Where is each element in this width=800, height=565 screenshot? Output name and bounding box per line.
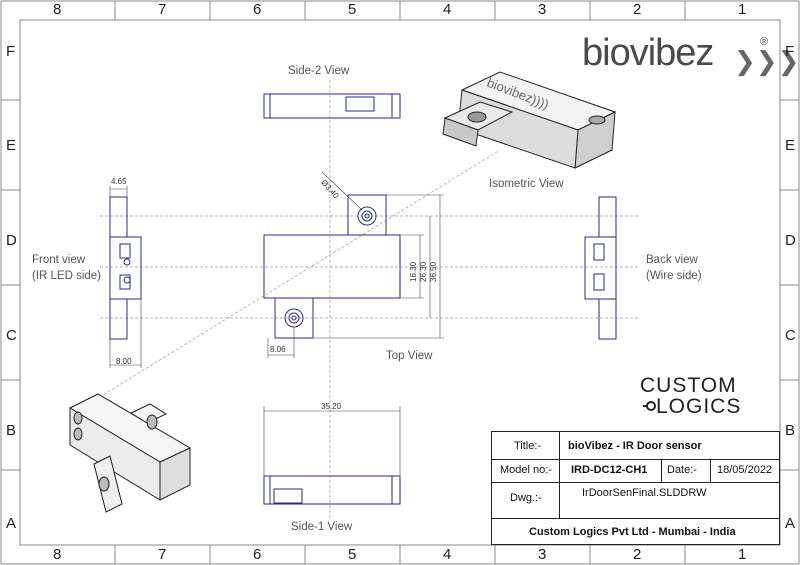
zone-row-d-left: D <box>6 232 17 249</box>
centerlines <box>94 80 640 520</box>
zone-row-d-right: D <box>785 232 796 249</box>
back-view-label: Back view <box>646 254 698 266</box>
zone-col-4-bottom: 4 <box>443 546 452 563</box>
isometric-view-bottom-drawing <box>68 393 192 513</box>
zone-col-7-bottom: 7 <box>158 546 167 563</box>
top-view-label: Top View <box>386 350 433 362</box>
title-label: Title:- <box>514 440 542 452</box>
date-label: Date:- <box>667 464 697 476</box>
zone-row-a-left: A <box>6 515 17 532</box>
title-block: Title:- bioVibez - IR Door sensor Model … <box>491 431 780 545</box>
dim-35-20: 35.20 <box>321 402 342 411</box>
title-block-divider-h1 <box>492 459 779 460</box>
isometric-view-drawing <box>442 71 617 169</box>
zone-row-e-left: E <box>6 137 17 154</box>
front-view-outline <box>109 196 142 340</box>
isometric-view-label: Isometric View <box>489 178 564 190</box>
top-view-outline <box>263 194 401 339</box>
title-block-divider-h2 <box>492 482 779 483</box>
custom-logics-logo-line1: CUSTOM <box>640 374 737 397</box>
back-view-sublabel: (Wire side) <box>646 270 702 282</box>
zone-col-2-bottom: 2 <box>633 546 642 563</box>
zone-row-f-right: F <box>785 43 795 60</box>
zone-col-8-bottom: 8 <box>53 546 62 563</box>
zone-col-4-top: 4 <box>443 1 452 18</box>
zone-row-e-right: E <box>785 137 796 154</box>
side-2-view-label: Side-2 View <box>288 65 350 77</box>
title-value: bioVibez - IR Door sensor <box>568 440 702 452</box>
model-value: IRD-DC12-CH1 <box>571 464 648 476</box>
side-2-view-outline <box>263 93 401 119</box>
dim-8-00: 8.00 <box>116 357 132 366</box>
back-view-outline <box>584 196 617 340</box>
zone-col-5-top: 5 <box>348 1 357 18</box>
zone-col-3-top: 3 <box>538 1 547 18</box>
front-view-sublabel: (IR LED side) <box>32 270 102 282</box>
zone-col-7-top: 7 <box>158 1 167 18</box>
zone-col-2-top: 2 <box>633 1 642 18</box>
title-block-divider-v1 <box>559 432 560 518</box>
zone-col-8-top: 8 <box>53 1 62 18</box>
zone-col-5-bottom: 5 <box>348 546 357 563</box>
title-block-divider-v3 <box>710 460 711 482</box>
model-label: Model no:- <box>500 464 552 476</box>
custom-logics-logo-line2: LOGICS <box>656 395 742 418</box>
date-value: 18/05/2022 <box>717 464 773 476</box>
registered-mark: ® <box>760 36 769 48</box>
zone-col-6-top: 6 <box>253 1 262 18</box>
zone-col-1-top: 1 <box>738 1 747 18</box>
title-block-divider-v2 <box>661 460 662 482</box>
top-view-dimensions <box>267 171 444 358</box>
zone-col-1-bottom: 1 <box>738 546 747 563</box>
zone-col-3-bottom: 3 <box>538 546 547 563</box>
side-1-dimensions <box>263 406 401 476</box>
zone-row-c-right: C <box>785 327 796 344</box>
dim-8-06: 8.06 <box>270 345 286 354</box>
dwg-label: Dwg.:- <box>510 492 542 504</box>
biovibez-logo: biovibez <box>582 32 714 74</box>
dim-36-50: 36.50 <box>429 261 438 282</box>
zone-row-a-right: A <box>785 515 796 532</box>
side-1-view-label: Side-1 View <box>291 521 353 533</box>
dwg-value: IrDoorSenFinal.SLDDRW <box>582 487 707 499</box>
front-view-dimensions <box>109 186 142 368</box>
zone-row-b-right: B <box>785 422 796 439</box>
title-block-footer: Custom Logics Pvt Ltd - Mumbai - India <box>529 526 736 538</box>
title-block-divider-h3 <box>492 518 779 519</box>
front-view-label: Front view <box>32 254 86 266</box>
zone-row-b-left: B <box>6 422 17 439</box>
biovibez-chevrons-icon: ❯❯❯ <box>734 47 799 77</box>
dim-16-30: 16.30 <box>409 261 418 282</box>
zone-col-6-bottom: 6 <box>253 546 262 563</box>
dim-26-30: 26.30 <box>419 261 428 282</box>
side-1-view-outline <box>263 475 401 505</box>
zone-row-c-left: C <box>6 327 17 344</box>
custom-logics-logo-mark <box>643 401 656 411</box>
zone-row-f-left: F <box>6 43 16 60</box>
dim-4-65: 4.65 <box>111 177 127 186</box>
